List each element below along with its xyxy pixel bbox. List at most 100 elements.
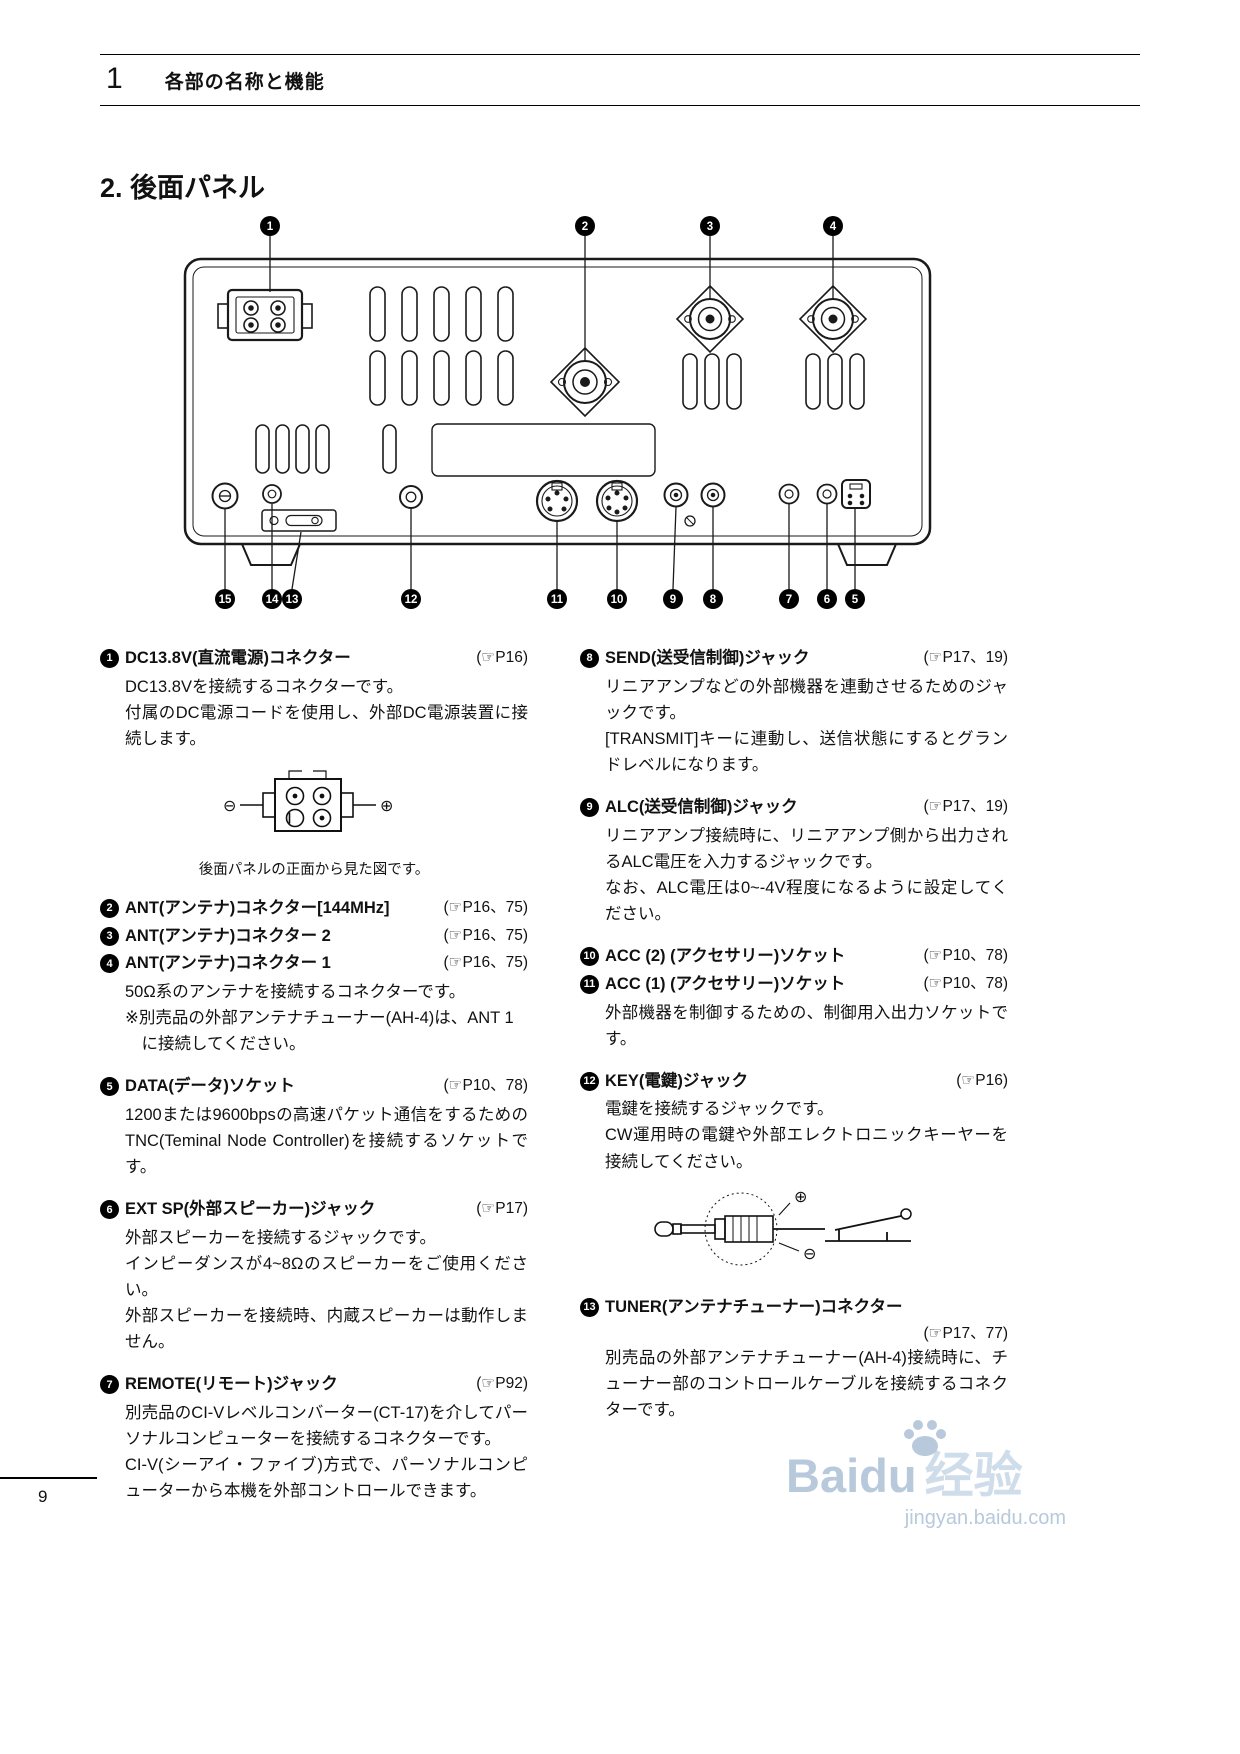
item-paragraph: リニアアンプ接続時に、リニアアンプ側から出力されるALC電圧を入力するジャックで… <box>605 826 1008 871</box>
page-reference: (☞P16) <box>476 649 528 666</box>
callout-number-1: 1 <box>267 221 274 233</box>
page-reference: (☞P10、78) <box>443 1077 528 1095</box>
item-title: ACC (1) (アクセサリー)ソケット <box>605 974 846 993</box>
item-alc-jack: 9 ALC(送受信制御)ジャック (☞P17、19) リニアアンプ接続時に、リニ… <box>580 795 1008 927</box>
item-number-badge: 9 <box>580 798 599 817</box>
item-paragraph: 外部機器を制御するための、制御用入出力ソケットです。 <box>605 1003 1008 1048</box>
item-paragraph: 電鍵を接続するジャックです。 <box>605 1100 834 1119</box>
item-title: ANT(アンテナ)コネクター 1 <box>125 954 331 973</box>
item-remote-jack: 7 REMOTE(リモート)ジャック (☞P92) 別売品のCI-Vレベルコンバ… <box>100 1372 528 1504</box>
item-number-badge: 2 <box>100 898 119 918</box>
item-number-badge: 3 <box>100 926 119 946</box>
item-paragraph: ※別売品の外部アンテナチューナー(AH-4)は、ANT 1 <box>125 1009 514 1028</box>
callout-number-5: 5 <box>852 594 859 606</box>
callout-number-12: 12 <box>405 594 418 606</box>
page-reference: (☞P92) <box>476 1375 528 1393</box>
page-reference: (☞P10、78) <box>923 974 1008 992</box>
acc1-socket <box>535 479 579 523</box>
item-heading: 1 DC13.8V(直流電源)コネクター (☞P16) <box>100 646 528 671</box>
item-heading: 13 TUNER(アンテナチューナー)コネクター <box>580 1295 1008 1320</box>
page-reference: (☞P16、75) <box>443 954 528 972</box>
chapter-header: 1 各部の名称と機能 <box>100 54 1140 106</box>
item-tuner-connector: 13 TUNER(アンテナチューナー)コネクター (☞P17、77) 別売品の外… <box>580 1295 1008 1424</box>
item-key-jack: 12 KEY(電鍵)ジャック (☞P16) 電鍵を接続するジャックです。 CW運… <box>580 1069 1008 1278</box>
item-paragraph: 外部スピーカーを接続するジャックです。 <box>125 1229 437 1248</box>
item-paragraph: 外部スピーカーを接続時、内蔵スピーカーは動作しません。 <box>125 1307 528 1352</box>
item-heading: 2 ANT(アンテナ)コネクター[144MHz] (☞P16、75) <box>100 896 528 921</box>
item-paragraph: DC13.8Vを接続するコネクターです。 <box>125 677 404 696</box>
dc-connector-front-view: ⊖ ⊕ <box>223 770 393 832</box>
item-ant-connectors: 2 ANT(アンテナ)コネクター[144MHz] (☞P16、75) 3 ANT… <box>100 896 528 1057</box>
description-columns: 1 DC13.8V(直流電源)コネクター (☞P16) DC13.8Vを接続する… <box>100 646 1008 1521</box>
tuner-control-plate <box>261 509 337 532</box>
item-heading: 7 REMOTE(リモート)ジャック (☞P92) <box>100 1372 528 1397</box>
page-reference: (☞P17、77) <box>923 1325 1008 1343</box>
item-paragraph: 付属のDC電源コードを使用し、外部DC電源装置に接続します。 <box>125 703 528 748</box>
jack-14 <box>262 484 282 504</box>
remote-jack <box>778 483 800 505</box>
item-paragraph: CW運用時の電鍵や外部エレクトロニックキーヤーを接続してください。 <box>605 1126 1008 1171</box>
item-data-socket: 5 DATA(データ)ソケット (☞P10、78) 1200または9600bps… <box>100 1074 528 1180</box>
callout-number-13: 13 <box>286 594 299 606</box>
figure-caption: 後面パネルの正面から見た図です。 <box>198 861 430 878</box>
callout-number-2: 2 <box>582 221 588 233</box>
item-paragraph: リニアアンプなどの外部機器を連動させるためのジャックです。 <box>605 677 1008 722</box>
item-heading: 3 ANT(アンテナ)コネクター 2 (☞P16、75) <box>100 924 528 949</box>
page-number: 9 <box>38 1487 48 1506</box>
item-title: KEY(電鍵)ジャック <box>605 1071 749 1090</box>
item-number-badge: 7 <box>100 1375 119 1395</box>
serial-plate <box>431 423 656 477</box>
chapter-title: 各部の名称と機能 <box>164 72 325 93</box>
item-paragraph: 1200または9600bpsの高速パケット通信をするためのTNC(Teminal… <box>125 1106 528 1177</box>
item-send-jack: 8 SEND(送受信制御)ジャック (☞P17、19) リニアアンプなどの外部機… <box>580 646 1008 778</box>
item-paragraph: 別売品のCI-Vレベルコンバーター(CT-17)を介してパーソナルコンピューター… <box>125 1404 528 1449</box>
alc-jack <box>663 482 689 508</box>
data-socket <box>841 479 871 509</box>
header-rule-bottom <box>100 105 1140 106</box>
dc-power-connector <box>217 288 313 342</box>
header-rule-top <box>100 54 1140 55</box>
item-number-badge: 12 <box>580 1071 599 1091</box>
minus-symbol: ⊖ <box>803 1246 816 1263</box>
callout-number-3: 3 <box>707 221 713 233</box>
key-plug-diagram: ⊕ ⊖ <box>654 1189 912 1266</box>
item-heading: 6 EXT SP(外部スピーカー)ジャック (☞P17) <box>100 1197 528 1222</box>
item-heading: 10 ACC (2) (アクセサリー)ソケット (☞P10、78) <box>580 944 1008 969</box>
callout-number-4: 4 <box>830 221 837 233</box>
key-plug-figure: ⊕ ⊖ <box>580 1185 1008 1278</box>
callout-number-8: 8 <box>710 594 717 606</box>
dc-connector-figure: ⊖ ⊕ <box>100 762 528 879</box>
plus-symbol: ⊕ <box>380 798 393 815</box>
bottom-connectors <box>211 479 871 532</box>
callout-number-11: 11 <box>551 594 564 606</box>
callout-number-7: 7 <box>786 594 792 606</box>
item-heading: 5 DATA(データ)ソケット (☞P10、78) <box>100 1074 528 1099</box>
watermark-brand-text: Baidu <box>786 1449 917 1502</box>
callout-number-10: 10 <box>611 594 624 606</box>
section-title: 2. 後面パネル <box>100 173 266 203</box>
send-jack <box>700 482 726 508</box>
callout-number-14: 14 <box>266 594 279 606</box>
item-number-badge: 11 <box>580 974 599 994</box>
item-paragraph: 50Ω系のアンテナを接続するコネクターです。 <box>125 983 466 1002</box>
item-title: REMOTE(リモート)ジャック <box>125 1375 338 1394</box>
left-column: 1 DC13.8V(直流電源)コネクター (☞P16) DC13.8Vを接続する… <box>100 646 528 1521</box>
item-paragraph: [TRANSMIT]キーに連動し、送信状態にするとグランドレベルになります。 <box>605 729 1008 774</box>
item-heading: 8 SEND(送受信制御)ジャック (☞P17、19) <box>580 646 1008 671</box>
ground-terminal <box>211 482 239 510</box>
page-reference: (☞P16) <box>956 1071 1008 1089</box>
screw <box>684 515 696 527</box>
item-number-badge: 10 <box>580 947 599 966</box>
item-number-badge: 4 <box>100 954 119 974</box>
item-number-badge: 5 <box>100 1077 119 1097</box>
acc2-socket <box>595 479 639 523</box>
item-number-badge: 8 <box>580 649 599 668</box>
item-paragraph: CI-V(シーアイ・ファイブ)方式で、パーソナルコンピューターから本機を外部コン… <box>125 1456 528 1501</box>
rear-panel-figure: 1 2 3 4 15 14 13 12 11 10 9 <box>170 204 960 624</box>
plus-symbol: ⊕ <box>794 1189 807 1206</box>
item-paragraph: 別売品の外部アンテナチューナー(AH-4)接続時に、チューナー部のコントロールケ… <box>605 1349 1008 1420</box>
ext-sp-jack <box>816 483 838 505</box>
watermark-url: jingyan.baidu.com <box>904 1507 1066 1529</box>
telegraph-key-symbol <box>773 1207 912 1242</box>
